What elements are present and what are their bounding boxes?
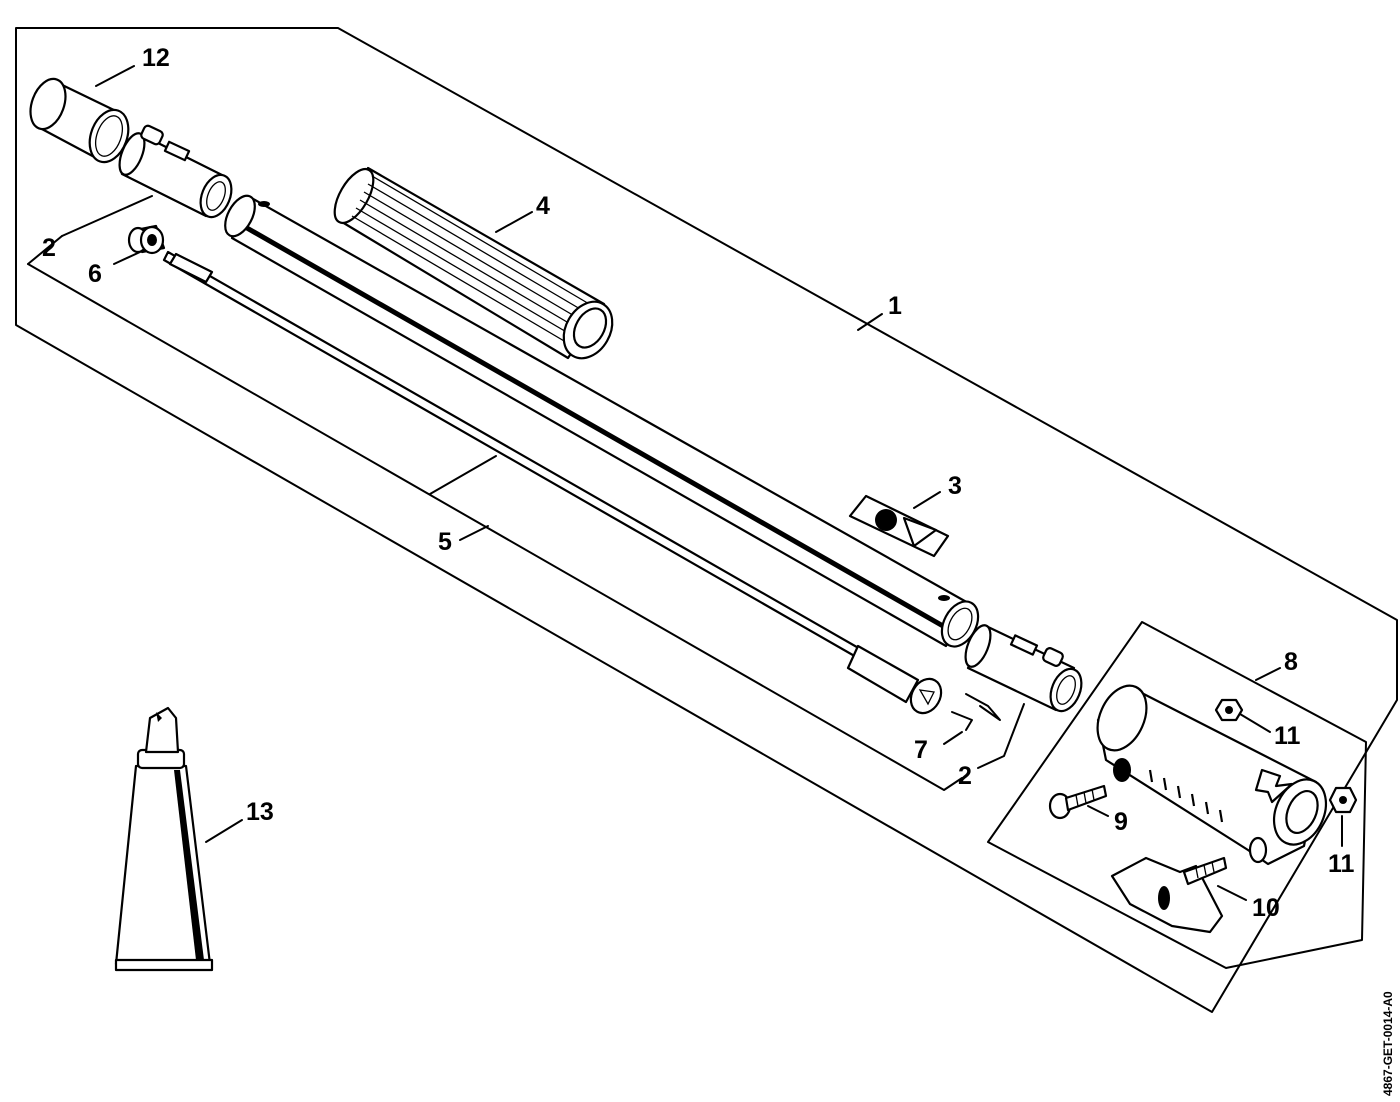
screw-part	[1048, 784, 1108, 820]
clip-part	[951, 693, 1001, 731]
handle-assembly-outline	[987, 621, 1367, 969]
callout-10: 10	[1252, 894, 1280, 922]
callout-6: 6	[88, 260, 102, 288]
callout-2-rear: 2	[42, 234, 56, 262]
callout-2-front: 2	[958, 762, 972, 790]
coupling-sleeve-front-part	[964, 624, 1083, 713]
callout-11-upper: 11	[1274, 722, 1301, 750]
callout-5: 5	[438, 528, 452, 556]
damping-bushing-part	[127, 224, 166, 255]
callout-11-lower: 11	[1328, 850, 1355, 878]
main-assembly-outline	[15, 27, 1398, 1013]
callout-8: 8	[1284, 648, 1298, 676]
drawing-code: 4867-GET-0014-A0	[1381, 991, 1395, 1096]
hex-nut-part-upper	[1214, 698, 1244, 722]
callout-12: 12	[142, 44, 170, 72]
drive-shaft-part	[162, 250, 943, 715]
lubricant-tube-part	[114, 706, 214, 972]
hex-nut-part-lower	[1328, 786, 1358, 814]
cap-part	[29, 77, 130, 164]
callout-4: 4	[536, 192, 550, 220]
callout-3: 3	[948, 472, 962, 500]
callout-13: 13	[246, 798, 274, 826]
callout-1: 1	[888, 292, 902, 320]
callout-9: 9	[1114, 808, 1128, 836]
wing-screw-part	[1110, 856, 1228, 934]
bracket-2	[61, 195, 153, 237]
drive-tube-part	[224, 194, 980, 648]
grip-hose-part	[333, 166, 614, 360]
leader-lines	[95, 65, 1343, 901]
callout-7: 7	[914, 736, 928, 764]
bracket-5	[27, 263, 963, 791]
bracket-2-join	[27, 235, 63, 265]
handle-clamp-part	[1096, 684, 1328, 866]
coupling-sleeve-rear-part	[118, 124, 233, 219]
label-part	[848, 494, 950, 558]
